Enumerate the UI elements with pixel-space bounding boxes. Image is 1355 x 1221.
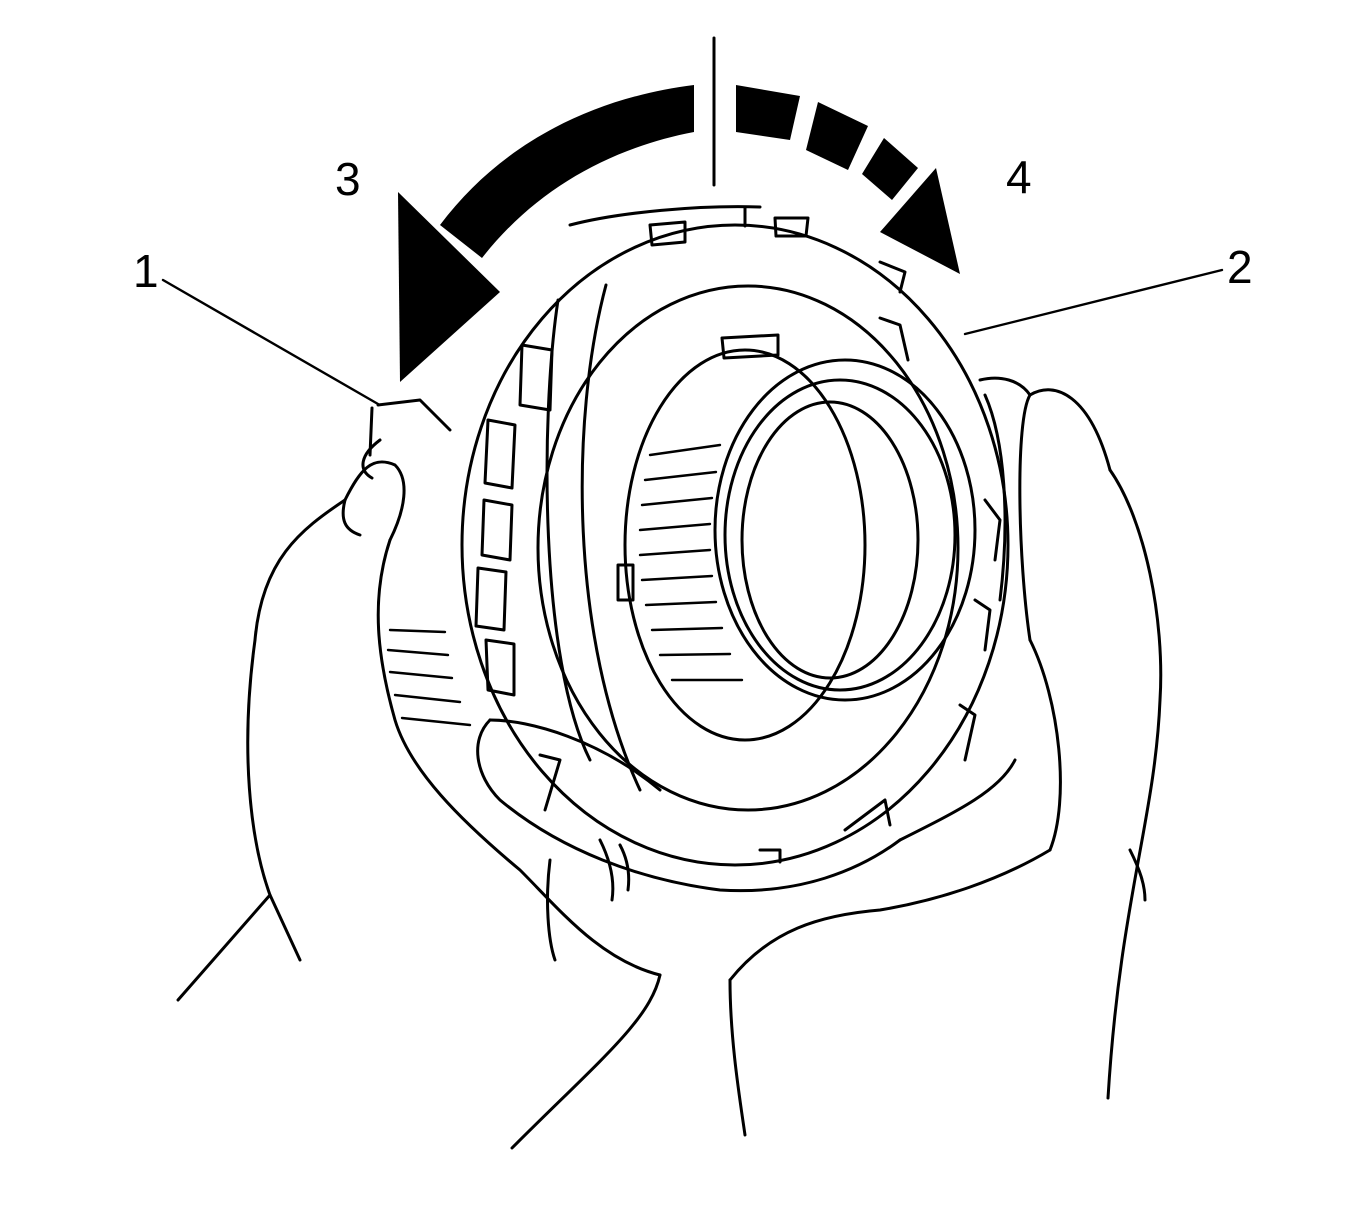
clutch-plate xyxy=(460,205,1010,867)
callout-1: 1 xyxy=(133,245,159,297)
callout-2: 2 xyxy=(1227,241,1253,293)
dashed-rotation-arrow xyxy=(736,85,960,274)
splined-hub xyxy=(616,333,977,742)
callout-4: 4 xyxy=(1006,151,1032,203)
right-thumb xyxy=(476,718,902,962)
callout-3: 3 xyxy=(335,153,361,205)
right-hand xyxy=(510,376,1163,1150)
solid-rotation-arrow xyxy=(398,85,694,382)
left-hand xyxy=(176,398,662,1002)
leader-line-1 xyxy=(161,278,380,406)
leader-line-2 xyxy=(963,268,1224,336)
